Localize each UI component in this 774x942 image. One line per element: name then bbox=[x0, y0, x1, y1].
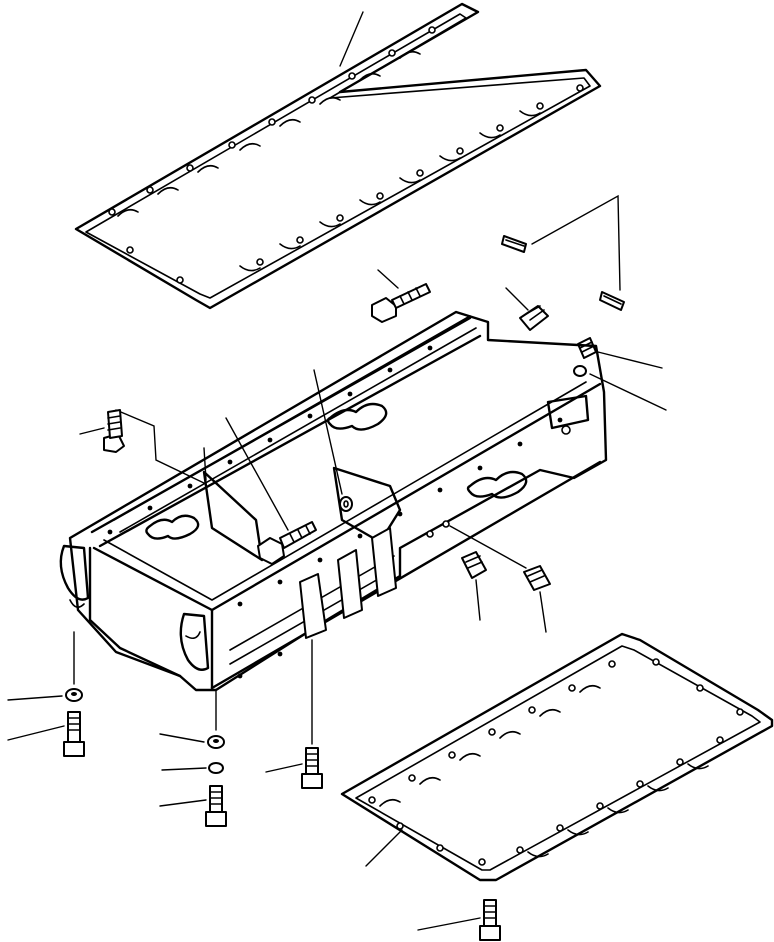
bolt-bracket-bottom bbox=[265, 747, 323, 789]
upper-gasket-bolt-holes bbox=[108, 26, 584, 284]
oil-pan-flange-holes bbox=[107, 345, 563, 679]
bolt-bottom bbox=[417, 899, 501, 941]
washer-left-bottom bbox=[7, 688, 83, 702]
bracket-leader bbox=[115, 409, 207, 485]
bolt-inner-long bbox=[225, 417, 317, 565]
key-leader bbox=[531, 194, 621, 291]
spring-washer-center bbox=[161, 762, 224, 774]
bolt-left-bottom bbox=[7, 711, 85, 757]
plug-lower-left bbox=[461, 551, 487, 621]
plug-right bbox=[577, 337, 663, 369]
key-upper bbox=[501, 235, 527, 253]
plug-lower-right bbox=[449, 525, 551, 633]
bolt-left-upper bbox=[79, 409, 125, 453]
bolt-upper-middle bbox=[371, 269, 431, 323]
washer-inner bbox=[313, 369, 353, 512]
upper-gasket bbox=[74, 2, 602, 310]
bolt-center-bottom bbox=[159, 785, 227, 827]
lower-gasket-leader bbox=[365, 829, 403, 867]
key-lower bbox=[599, 291, 625, 311]
plug-upper bbox=[505, 287, 549, 331]
lower-gasket-bolt-holes bbox=[368, 658, 744, 866]
lower-gasket bbox=[340, 632, 774, 882]
washer-center-bottom bbox=[159, 733, 225, 749]
upper-gasket-leader bbox=[339, 11, 364, 67]
oil-pan bbox=[59, 310, 608, 692]
